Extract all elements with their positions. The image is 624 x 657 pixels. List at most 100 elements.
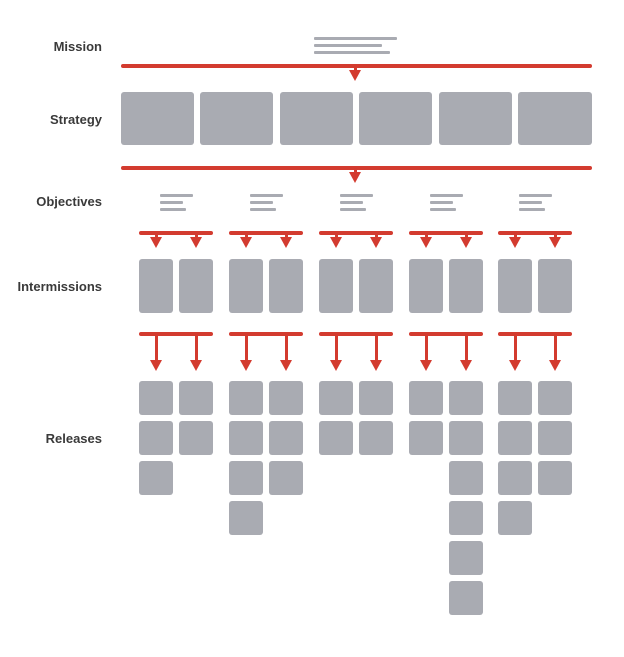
objective-text-line — [519, 194, 552, 197]
release-block — [498, 501, 532, 535]
intermission-arrow-head — [240, 360, 252, 371]
release-block — [449, 381, 483, 415]
release-block — [319, 421, 353, 455]
objective-down-stem — [513, 233, 517, 238]
objective-down-stem — [154, 233, 158, 238]
mission-label: Mission — [53, 39, 102, 54]
release-block — [269, 421, 303, 455]
objective-arrow-head — [460, 237, 472, 248]
intermission-down-stem — [284, 334, 288, 361]
objective-down-stem — [194, 233, 198, 238]
intermission-arrow-head — [509, 360, 521, 371]
release-block — [538, 381, 572, 415]
release-block — [449, 461, 483, 495]
release-block — [139, 421, 173, 455]
objective-arrow-head — [190, 237, 202, 248]
objective-arrow-head — [240, 237, 252, 248]
objective-down-stem — [424, 233, 428, 238]
intermission-block — [269, 259, 303, 313]
objective-arrow-head — [280, 237, 292, 248]
strategy-block — [518, 92, 592, 145]
strategy-block — [439, 92, 512, 145]
release-block — [139, 461, 173, 495]
release-block — [179, 421, 213, 455]
intermission-block — [538, 259, 572, 313]
objective-down-stem — [374, 233, 378, 238]
mission-text-line — [314, 37, 397, 40]
release-block — [498, 381, 532, 415]
intermission-block — [359, 259, 393, 313]
objective-text-line — [519, 201, 542, 204]
mission-arrow-head — [349, 70, 361, 81]
objective-down-stem — [284, 233, 288, 238]
intermission-arrow-head — [150, 360, 162, 371]
objective-arrow-head — [509, 237, 521, 248]
intermission-block — [498, 259, 532, 313]
strategy-block — [200, 92, 273, 145]
mission-connector-bar — [121, 64, 592, 68]
intermission-connector-bar — [498, 332, 572, 336]
release-block — [269, 381, 303, 415]
release-block — [449, 421, 483, 455]
objective-text-line — [160, 194, 193, 197]
intermission-arrow-head — [280, 360, 292, 371]
objective-down-stem — [334, 233, 338, 238]
intermissions-label: Intermissions — [17, 279, 102, 294]
objectives-label: Objectives — [36, 194, 102, 209]
intermission-arrow-head — [549, 360, 561, 371]
objective-text-line — [340, 201, 363, 204]
release-block — [269, 461, 303, 495]
intermission-down-stem — [244, 334, 248, 361]
release-block — [139, 381, 173, 415]
intermission-arrow-head — [330, 360, 342, 371]
intermission-arrow-head — [190, 360, 202, 371]
release-block — [409, 381, 443, 415]
intermission-down-stem — [374, 334, 378, 361]
release-block — [229, 381, 263, 415]
objective-arrow-head — [420, 237, 432, 248]
intermission-down-stem — [424, 334, 428, 361]
objective-text-line — [340, 208, 366, 211]
objective-arrow-head — [549, 237, 561, 248]
release-block — [229, 421, 263, 455]
strategy-arrow-head — [349, 172, 361, 183]
objective-text-line — [160, 201, 183, 204]
release-block — [538, 421, 572, 455]
objective-down-stem — [244, 233, 248, 238]
intermission-down-stem — [553, 334, 557, 361]
mission-text-line — [314, 44, 382, 47]
release-block — [229, 501, 263, 535]
objective-down-stem — [464, 233, 468, 238]
intermission-block — [179, 259, 213, 313]
mission-down-stem — [353, 66, 357, 72]
intermission-down-stem — [154, 334, 158, 361]
intermission-connector-bar — [409, 332, 483, 336]
intermission-block — [229, 259, 263, 313]
release-block — [179, 381, 213, 415]
objective-arrow-head — [150, 237, 162, 248]
intermission-arrow-head — [370, 360, 382, 371]
intermission-arrow-head — [420, 360, 432, 371]
release-block — [359, 381, 393, 415]
objective-text-line — [430, 201, 453, 204]
intermission-connector-bar — [319, 332, 393, 336]
objective-text-line — [250, 208, 276, 211]
objective-arrow-head — [370, 237, 382, 248]
objective-connector-bar — [139, 231, 213, 235]
objective-connector-bar — [229, 231, 303, 235]
objective-text-line — [250, 194, 283, 197]
release-block — [229, 461, 263, 495]
objective-text-line — [250, 201, 273, 204]
release-block — [498, 421, 532, 455]
intermission-down-stem — [194, 334, 198, 361]
strategy-block — [359, 92, 432, 145]
strategy-block — [280, 92, 353, 145]
release-block — [449, 501, 483, 535]
intermission-down-stem — [334, 334, 338, 361]
intermission-down-stem — [513, 334, 517, 361]
intermission-block — [319, 259, 353, 313]
objective-text-line — [430, 194, 463, 197]
intermission-block — [139, 259, 173, 313]
objective-text-line — [519, 208, 545, 211]
